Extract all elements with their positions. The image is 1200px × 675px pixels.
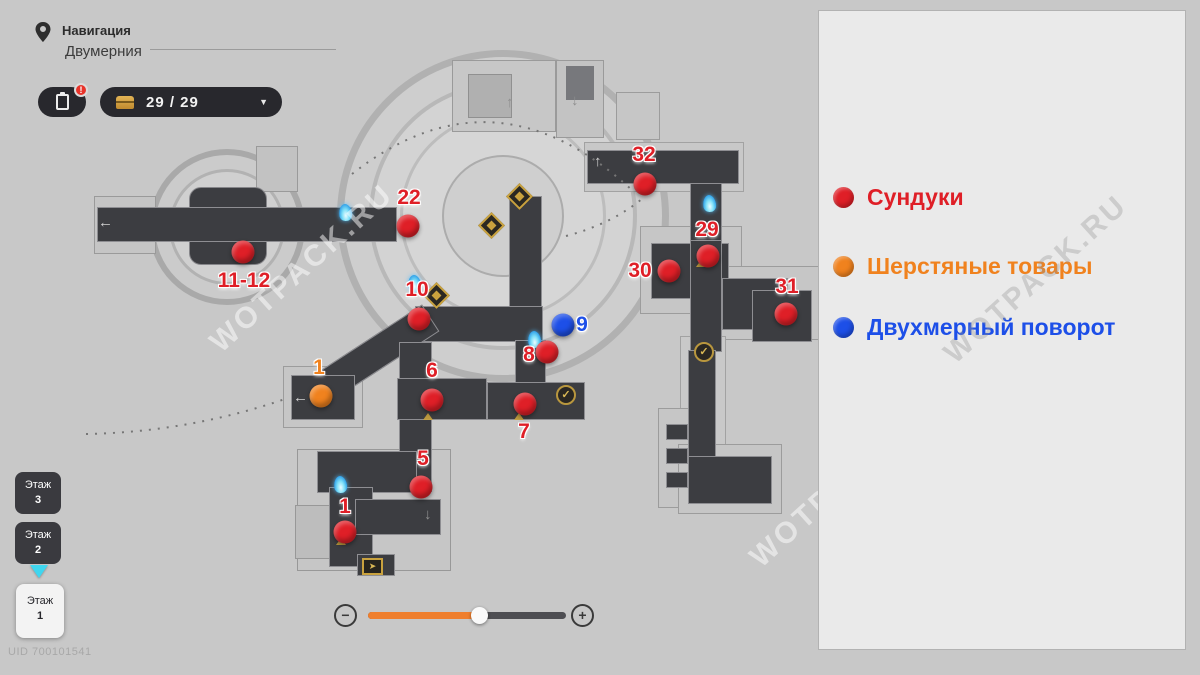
legend-panel: WOTPACK.RU Сундуки Шерстяные товары Двух…: [818, 10, 1186, 650]
map-marker-label: 30: [628, 259, 652, 282]
header-divider: [150, 49, 336, 50]
map-marker-chest-29[interactable]: [696, 244, 720, 268]
floor-button-2[interactable]: Этаж 2: [15, 522, 61, 564]
map-marker-dimension-turn-9[interactable]: [551, 313, 575, 337]
legend-item-chests: Сундуки: [833, 184, 964, 211]
floor-label: Этаж: [24, 529, 52, 541]
location-pin-icon: [34, 21, 52, 48]
map-marker-label: 7: [518, 420, 530, 443]
chest-counter-dropdown[interactable]: 29 / 29 ▼: [100, 87, 282, 117]
legend-label: Сундуки: [867, 184, 964, 210]
turn-marker-dot: [833, 317, 854, 338]
floor-label: Этаж: [26, 595, 54, 607]
map-marker-label: 29: [695, 218, 719, 241]
map-marker-chest-1[interactable]: [333, 520, 357, 544]
map-marker-label: 8: [523, 343, 535, 366]
clipboard-icon: [55, 92, 69, 110]
checkpoint-icon[interactable]: ✓: [694, 342, 714, 362]
map-structure: [616, 92, 660, 140]
zoom-slider-track[interactable]: [368, 607, 566, 624]
chest-icon: [116, 95, 134, 109]
map-structure: [509, 196, 542, 320]
map-arrow-down-icon: ↓: [571, 92, 579, 109]
selected-floor-caret-icon: [30, 565, 48, 578]
map-marker-chest-22[interactable]: [396, 214, 420, 238]
chest-marker-dot: [833, 187, 854, 208]
floor-label: Этаж: [24, 479, 52, 491]
map-marker-chest-8[interactable]: [535, 340, 559, 364]
map-marker-chest-32[interactable]: [633, 172, 657, 196]
stairs-icon: [514, 413, 524, 420]
map-marker-chest-5[interactable]: [409, 475, 433, 499]
uid-text: UID 700101541: [8, 646, 92, 658]
map-marker-label: 5: [417, 447, 429, 470]
alert-badge: !: [74, 83, 88, 97]
map-arrow-left-icon: ←: [293, 389, 308, 406]
map-marker-chest-11-12[interactable]: [231, 240, 255, 264]
map-arrow-up-icon: ↑: [506, 94, 514, 111]
map-marker-label: 1: [339, 495, 351, 518]
map-marker-label: 31: [775, 275, 799, 298]
legend-label: Двухмерный поворот: [867, 314, 1116, 340]
chest-counter-value: 29 / 29: [146, 93, 199, 111]
map-structure: [666, 448, 688, 464]
floor-number: 2: [34, 543, 42, 556]
nav-title: Навигация: [62, 23, 131, 38]
map-marker-wool-goods-1[interactable]: [309, 384, 333, 408]
map-structure: [688, 456, 772, 504]
map-marker-chest-30[interactable]: [657, 259, 681, 283]
map-structure: [256, 146, 298, 192]
map-structure: [666, 472, 688, 488]
map-marker-label: 1: [313, 356, 325, 379]
stairs-icon: [423, 413, 433, 420]
zoom-in-button[interactable]: +: [571, 604, 594, 627]
legend-item-dimension-turn: Двухмерный поворот: [833, 314, 1115, 341]
checkpoint-icon[interactable]: ✓: [556, 385, 576, 405]
map-marker-chest-7[interactable]: [513, 392, 537, 416]
zoom-slider-handle[interactable]: [470, 607, 488, 624]
map-structure: [566, 66, 594, 100]
map-marker-label: 9: [576, 313, 588, 336]
map-marker-chest-31[interactable]: [774, 302, 798, 326]
location-name: Двумерния: [65, 43, 142, 60]
map-marker-label: 22: [397, 186, 421, 209]
floor-number: 3: [34, 493, 42, 506]
map-marker-label: 6: [426, 359, 438, 382]
map-marker-label: 11-12: [217, 269, 271, 292]
map-marker-label: 10: [405, 278, 429, 301]
floor-number: 1: [36, 609, 44, 622]
map-structure: [355, 499, 441, 535]
map-structure: [468, 74, 512, 118]
floor-button-1[interactable]: Этаж 1: [16, 584, 64, 638]
map-arrow-down-icon: ↓: [424, 506, 432, 523]
exit-door-icon[interactable]: ➤: [362, 558, 383, 575]
map-marker-label: 32: [632, 143, 656, 166]
map-marker-chest-10[interactable]: [407, 307, 431, 331]
wool-marker-dot: [833, 256, 854, 277]
map-structure: [666, 424, 688, 440]
chevron-down-icon: ▼: [259, 97, 268, 107]
zoom-out-button[interactable]: −: [334, 604, 357, 627]
legend-item-wool-goods: Шерстяные товары: [833, 253, 1092, 280]
map-marker-chest-6[interactable]: [420, 388, 444, 412]
tasks-button[interactable]: !: [38, 83, 88, 117]
map-arrow-left-icon: ←: [98, 214, 113, 231]
legend-label: Шерстяные товары: [867, 253, 1093, 279]
map-structure: [415, 306, 543, 342]
floor-button-3[interactable]: Этаж 3: [15, 472, 61, 514]
zoom-slider-fill: [368, 612, 479, 619]
